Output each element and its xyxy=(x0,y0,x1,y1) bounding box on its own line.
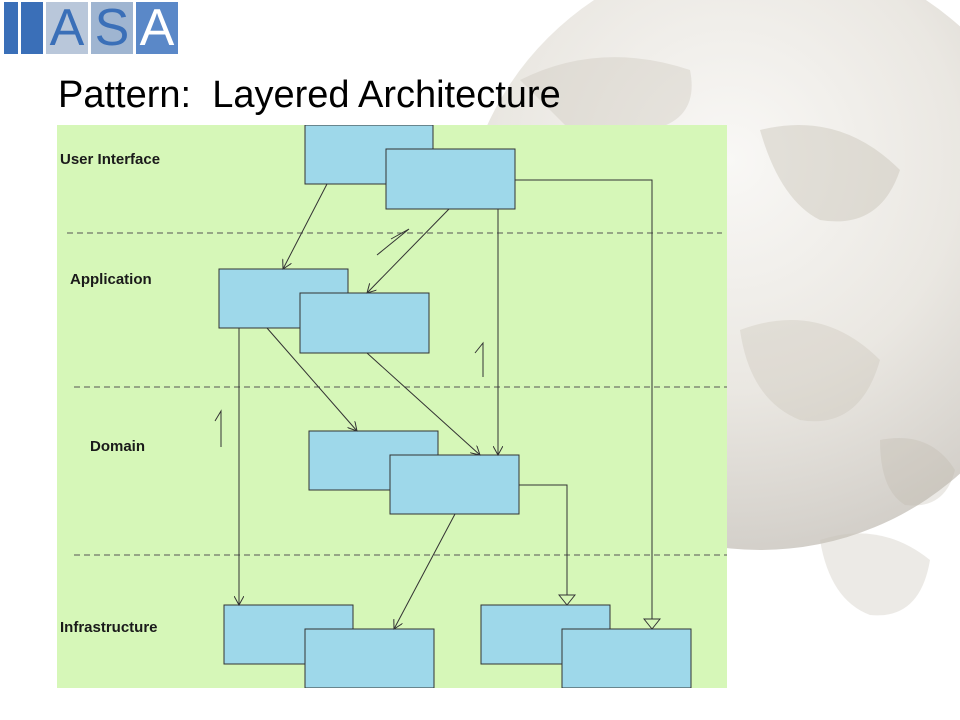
domain-component-box-2 xyxy=(389,454,520,515)
infrastructure-component-box-2 xyxy=(304,628,435,688)
layer-label-application: Application xyxy=(70,271,152,288)
scribble-mark-1 xyxy=(376,228,410,256)
layer-label-infrastructure: Infrastructure xyxy=(60,619,158,636)
diagram-background xyxy=(57,125,727,688)
infrastructure-component-box-4 xyxy=(561,628,692,688)
scribble-mark-2 xyxy=(474,341,484,377)
arrow-ui-to-infrastructure xyxy=(515,179,652,629)
ui-component-box-2 xyxy=(385,148,516,210)
arrow-application-to-domain-2 xyxy=(366,352,480,455)
slide-title: Pattern: Layered Architecture xyxy=(58,74,561,116)
logo-letter-a-2: A xyxy=(136,2,178,54)
logo-letter-a: A xyxy=(46,2,88,54)
arrow-application-to-domain xyxy=(266,327,357,431)
arrow-ui-to-application xyxy=(283,183,328,269)
logo-bar-2 xyxy=(21,2,43,54)
logo-letter-s: S xyxy=(91,2,133,54)
arrow-domain-to-infrastructure-2 xyxy=(394,513,456,629)
application-component-box-2 xyxy=(299,292,430,354)
logo-bar xyxy=(4,2,18,54)
arrow-ui-to-application-2 xyxy=(367,208,450,293)
layer-label-domain: Domain xyxy=(90,438,146,455)
iasa-logo: A S A xyxy=(0,2,178,54)
layer-label-user-interface: User Interface xyxy=(60,151,161,168)
arrow-domain-to-infrastructure xyxy=(519,484,567,605)
layered-architecture-diagram: 1 1 xyxy=(57,125,727,688)
scribble-mark-3 xyxy=(214,409,222,447)
